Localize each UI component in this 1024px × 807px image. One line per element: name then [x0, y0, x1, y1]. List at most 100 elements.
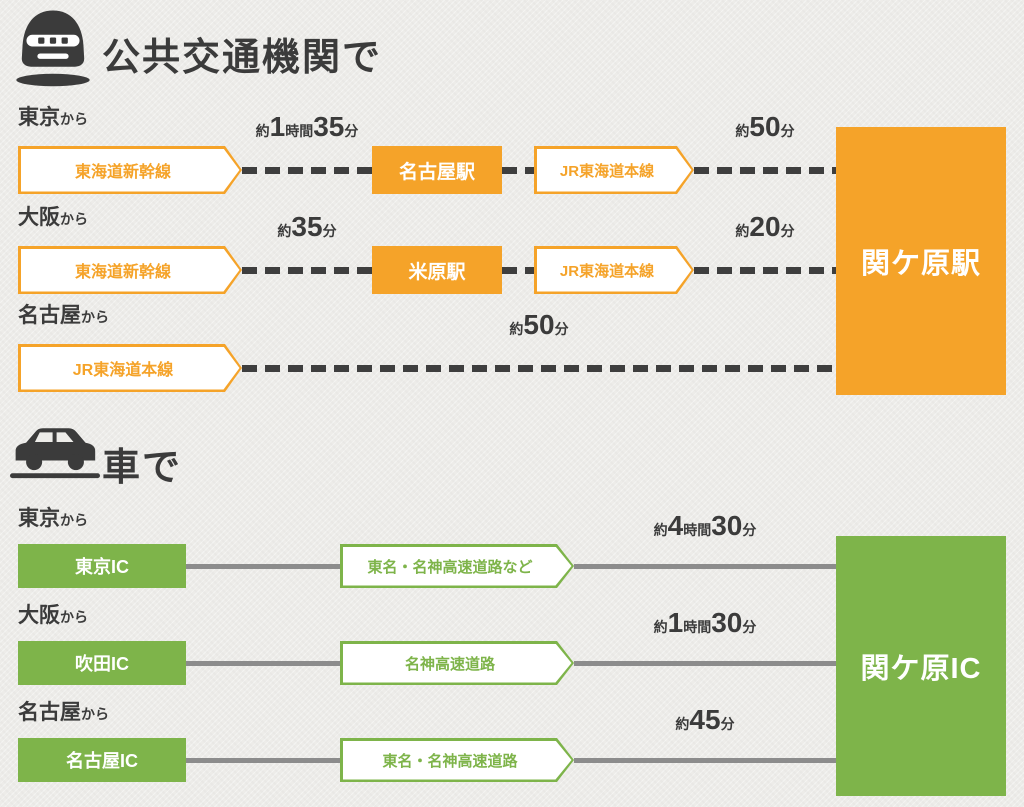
from-label-nagoya-car: 名古屋から	[18, 696, 109, 726]
rail-dashed-line	[242, 167, 372, 174]
arrow-shape-fill	[343, 547, 572, 586]
arrow-shape-fill	[21, 149, 240, 192]
rail-line-label: JR東海道本線	[559, 162, 655, 180]
rail-dashed-line	[694, 167, 836, 174]
station-label: 米原駅	[408, 261, 466, 283]
from-label-tokyo: 東京から	[18, 101, 88, 131]
arrow-shape-fill	[21, 249, 240, 292]
road-line	[574, 758, 836, 763]
destination-ic-box: 関ケ原IC	[836, 536, 1006, 796]
rail-line-label: JR東海道本線	[72, 362, 174, 379]
rail-dashed-line	[242, 365, 836, 372]
ic-label: 名古屋IC	[66, 751, 138, 771]
from-label-osaka-car: 大阪から	[18, 599, 88, 629]
road-line	[574, 564, 836, 569]
from-city: 東京	[18, 106, 60, 129]
car-icon	[10, 428, 100, 479]
duration-hours-unit: 時間	[285, 123, 314, 139]
duration-minutes: 50	[749, 111, 781, 142]
rail-line-box: JR東海道本線	[534, 246, 694, 294]
duration-minutes-unit: 分	[720, 716, 735, 732]
road-line	[574, 661, 836, 666]
duration-minutes: 50	[523, 309, 555, 340]
from-city: 東京	[18, 507, 60, 530]
rail-line-label: 東海道新幹線	[74, 164, 171, 181]
duration-minutes: 30	[711, 510, 743, 541]
duration-minutes-unit: 分	[742, 619, 757, 635]
duration-prefix: 約	[509, 321, 524, 337]
car-section-title: 車で	[102, 447, 183, 489]
highway-box: 名神高速道路	[340, 641, 574, 685]
road-line	[186, 564, 340, 569]
duration-prefix: 約	[653, 522, 668, 538]
highway-box: 東名・名神高速道路など	[340, 544, 574, 588]
from-suffix: から	[60, 111, 88, 127]
from-label-tokyo-car: 東京から	[18, 502, 88, 532]
rail-line-label: JR東海道本線	[559, 262, 655, 280]
from-city: 大阪	[18, 604, 60, 627]
duration-minutes-unit: 分	[554, 321, 569, 337]
arrow-shape-fill	[343, 741, 572, 780]
duration-minutes-unit: 分	[344, 123, 359, 139]
ic-box: 吹田IC	[18, 641, 186, 685]
from-suffix: から	[81, 309, 109, 325]
duration-prefix: 約	[675, 716, 690, 732]
highway-box: 東名・名神高速道路	[340, 738, 574, 782]
rail-dashed-line	[242, 267, 372, 274]
arrow-shape-fill	[537, 249, 692, 292]
duration-hours: 4	[667, 510, 684, 541]
from-suffix: から	[60, 609, 88, 625]
rail-dashed-line	[502, 167, 534, 174]
rail-line-label: 東海道新幹線	[74, 264, 171, 281]
duration-hours-unit: 時間	[683, 522, 712, 538]
from-city: 名古屋	[18, 701, 81, 724]
station-box: 米原駅	[372, 246, 502, 294]
shinkansen-icon	[16, 10, 90, 87]
ic-label: 東京IC	[75, 557, 129, 577]
from-suffix: から	[81, 706, 109, 722]
road-line	[186, 758, 340, 763]
station-label: 名古屋駅	[398, 161, 475, 183]
ic-box: 名古屋IC	[18, 738, 186, 782]
destination-station-box: 関ケ原駅	[836, 127, 1006, 395]
duration-minutes: 45	[689, 704, 721, 735]
station-box: 名古屋駅	[372, 146, 502, 194]
highway-label: 東名・名神高速道路など	[367, 558, 533, 576]
duration-prefix: 約	[255, 123, 270, 139]
duration-minutes-unit: 分	[780, 123, 795, 139]
rail-line-box: JR東海道本線	[18, 344, 242, 392]
duration-minutes-unit: 分	[322, 223, 337, 239]
rail-line-box: JR東海道本線	[534, 146, 694, 194]
arrow-shape-fill	[343, 644, 572, 683]
duration-prefix: 約	[653, 619, 668, 635]
from-label-nagoya: 名古屋から	[18, 299, 109, 329]
duration-prefix: 約	[735, 123, 750, 139]
road-line	[186, 661, 340, 666]
from-suffix: から	[60, 512, 88, 528]
from-label-osaka: 大阪から	[18, 201, 88, 231]
arrow-shape-fill	[21, 347, 240, 390]
highway-label: 東名・名神高速道路	[382, 752, 518, 770]
from-city: 大阪	[18, 206, 60, 229]
from-suffix: から	[60, 211, 88, 227]
rail-line-box: 東海道新幹線	[18, 246, 242, 294]
highway-label: 名神高速道路	[404, 655, 495, 673]
duration-minutes: 30	[711, 607, 743, 638]
duration-minutes-unit: 分	[742, 522, 757, 538]
duration-prefix: 約	[735, 223, 750, 239]
duration-hours-unit: 時間	[683, 619, 712, 635]
ic-label: 吹田IC	[75, 654, 129, 674]
duration-minutes-unit: 分	[780, 223, 795, 239]
duration-prefix: 約	[277, 223, 292, 239]
ic-box: 東京IC	[18, 544, 186, 588]
rail-line-box: 東海道新幹線	[18, 146, 242, 194]
duration-hours: 1	[269, 111, 286, 142]
